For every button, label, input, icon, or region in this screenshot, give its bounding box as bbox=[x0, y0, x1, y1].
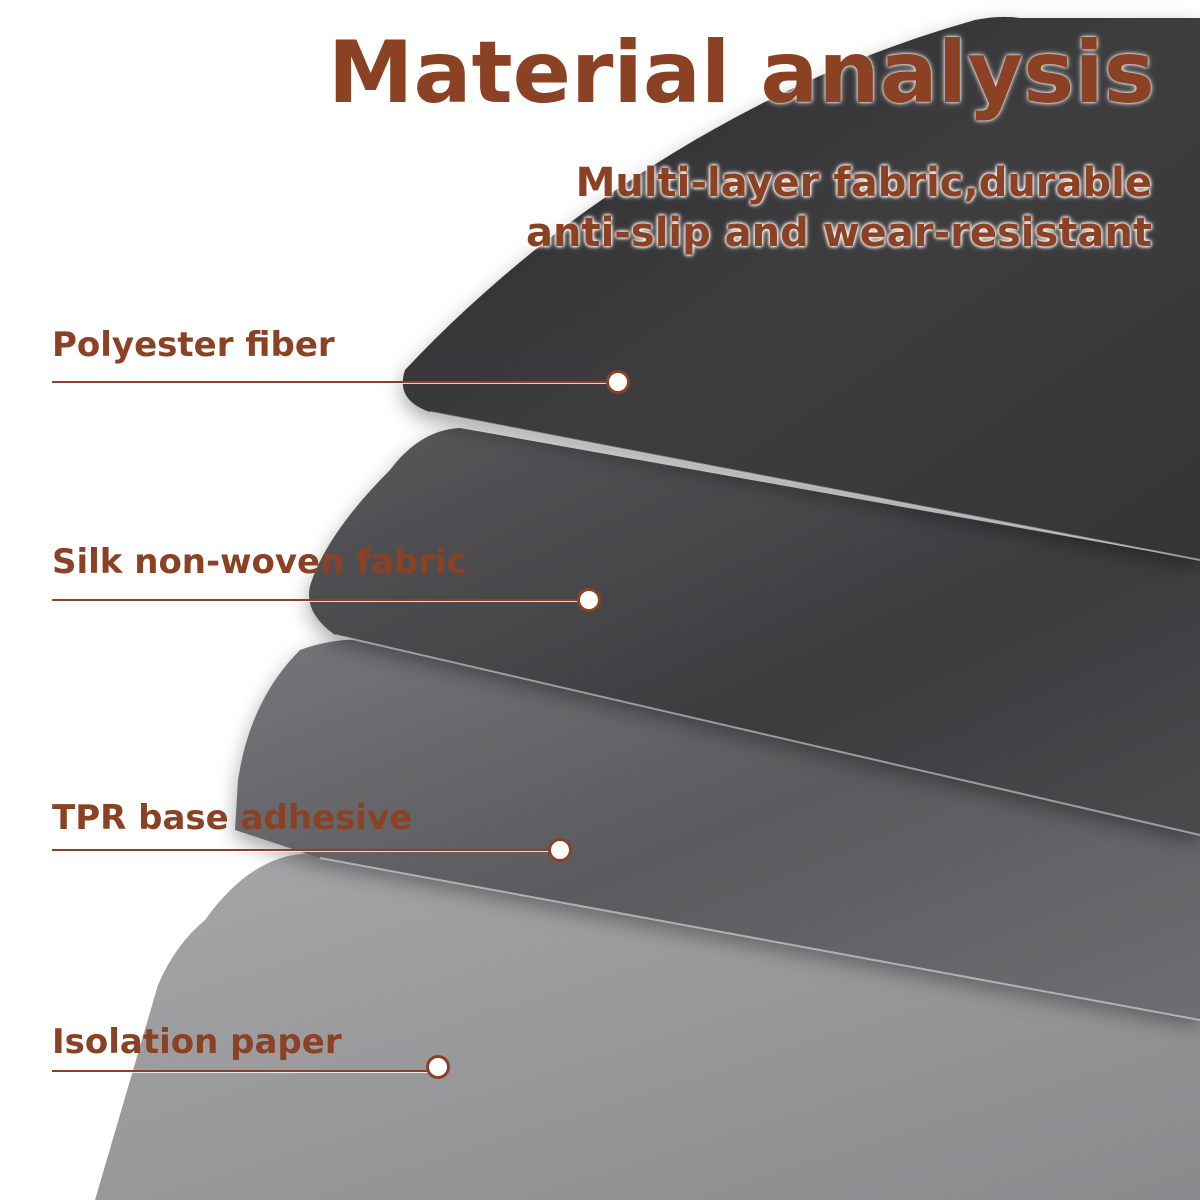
subtitle-line-2: anti-slip and wear-resistant bbox=[525, 210, 1152, 256]
layer-isolation-paper bbox=[95, 853, 1200, 1200]
layer-silk-nonwoven bbox=[308, 428, 1200, 835]
subtitle-line-1: Multi-layer fabric,durable bbox=[575, 160, 1152, 206]
layer-tpr-base-adhesive bbox=[235, 639, 1200, 1020]
layer-polyester-fiber bbox=[402, 16, 1200, 560]
subtitle: Multi-layer fabric,durable anti-slip and… bbox=[526, 158, 1152, 258]
page-title: Material analysis bbox=[327, 23, 1155, 123]
